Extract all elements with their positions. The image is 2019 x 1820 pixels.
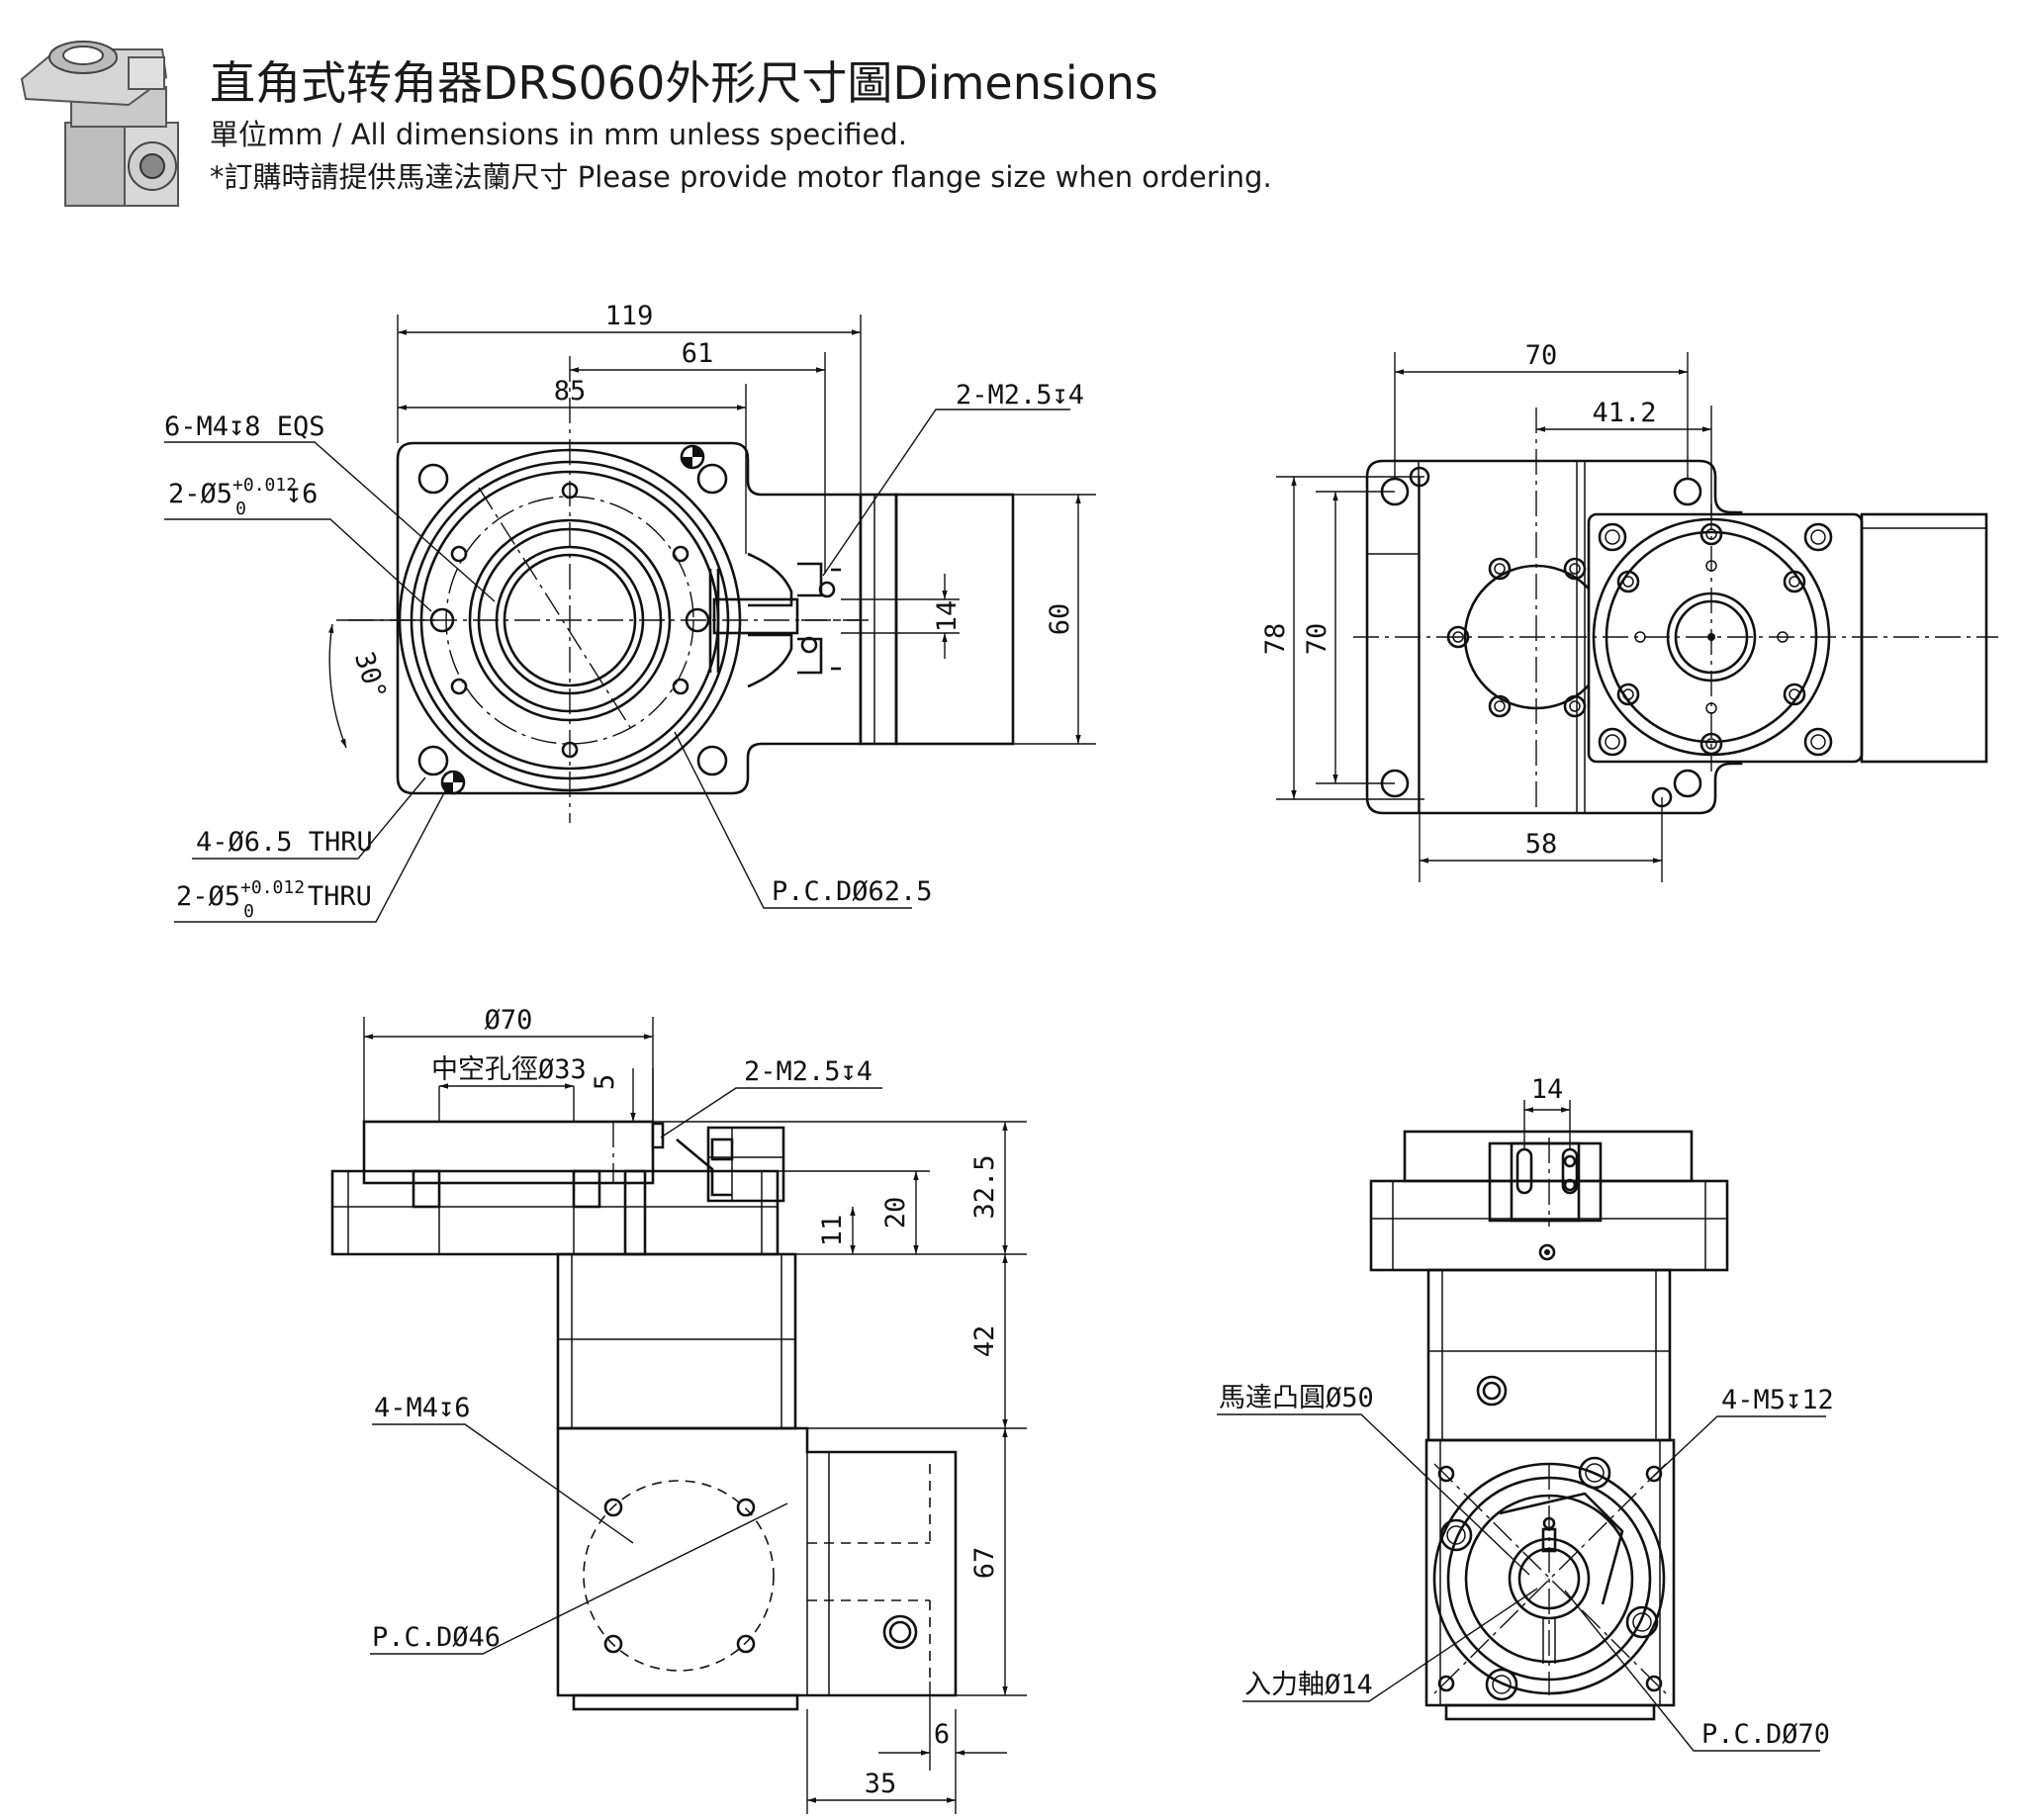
dim-20: 20 — [880, 1197, 911, 1229]
ordering-note: *訂購時請提供馬達法蘭尺寸 Please provide motor flang… — [210, 160, 1272, 194]
angle-30: 30° — [348, 648, 393, 703]
dim-41-2: 41.2 — [1592, 398, 1656, 428]
end-view: 14 馬達凸圓Ø50 4-M5↧12 入力軸Ø14 P.C.DØ70 — [1217, 1074, 1834, 1752]
callout-pcd-62-5: P.C.DØ62.5 — [772, 876, 933, 907]
dim-70-side: 70 — [1302, 623, 1332, 656]
units-note: 單位mm / All dimensions in mm unless speci… — [210, 118, 907, 151]
dim-67: 67 — [969, 1547, 1000, 1580]
callout-4-thru: 4-Ø6.5 THRU — [196, 827, 373, 858]
end-view-flange-holes — [1437, 1456, 1663, 1701]
callout-pcd-70: P.C.DØ70 — [1701, 1719, 1830, 1750]
dim-58: 58 — [1525, 829, 1558, 860]
callout-end-m5: 4-M5↧12 — [1721, 1385, 1834, 1415]
dim-5: 5 — [590, 1074, 620, 1090]
top-view-housing — [396, 441, 863, 795]
dim-32-5: 32.5 — [969, 1154, 1000, 1219]
dim-85: 85 — [554, 376, 587, 407]
front-view: Ø70 中空孔徑Ø33 5 2-M2.5↧4 32.5 20 11 42 67 — [330, 1005, 1027, 1814]
front-view-pcd-circle — [583, 1480, 775, 1672]
end-view-body — [1426, 1268, 1672, 1442]
callout-2-m25: 2-M2.5↧4 — [956, 380, 1084, 410]
side-view-flange-holes — [1598, 522, 1833, 757]
dim-14-key: 14 — [1531, 1074, 1564, 1105]
end-view-top-cap — [1403, 1130, 1694, 1183]
side-view-housing — [1365, 459, 1743, 815]
callout-input-shaft: 入力軸Ø14 — [1244, 1670, 1373, 1700]
dim-70-top: 70 — [1525, 340, 1558, 371]
top-view-motor-adapter — [859, 493, 898, 746]
end-view-motor-flange — [1424, 1438, 1676, 1707]
top-view-corner-holes — [417, 463, 728, 776]
dim-dia70: Ø70 — [485, 1005, 533, 1036]
top-view: 119 61 85 14 60 30° 6-M4↧8 EQS 2-Ø5+0.01… — [164, 301, 1096, 923]
dim-78: 78 — [1260, 623, 1291, 656]
callout-front-m25: 2-M2.5↧4 — [744, 1056, 872, 1087]
dim-35: 35 — [865, 1769, 897, 1799]
callout-front-m4: 4-M4↧6 — [374, 1393, 471, 1423]
page-title: 直角式转角器DRS060外形尺寸圖Dimensions — [210, 56, 1158, 110]
dim-6: 6 — [934, 1719, 950, 1750]
front-view-body — [556, 1252, 797, 1430]
callout-6-m4: 6-M4↧8 EQS — [164, 411, 325, 442]
callout-hollow-bore: 中空孔徑Ø33 — [431, 1054, 587, 1085]
front-view-top-cap — [362, 1120, 655, 1185]
dim-61: 61 — [682, 338, 714, 369]
front-view-gear-case — [556, 1426, 958, 1697]
side-view: 70 41.2 78 70 58 — [1260, 340, 1998, 882]
dim-14-slot: 14 — [932, 600, 963, 633]
product-thumbnail — [20, 41, 179, 207]
callout-motor-boss: 馬達凸圓Ø50 — [1219, 1383, 1374, 1413]
callout-pcd-46: P.C.DØ46 — [372, 1622, 501, 1653]
dim-60: 60 — [1045, 603, 1075, 636]
dim-42: 42 — [969, 1325, 1000, 1358]
dim-119: 119 — [605, 301, 654, 331]
dim-11: 11 — [817, 1215, 848, 1247]
